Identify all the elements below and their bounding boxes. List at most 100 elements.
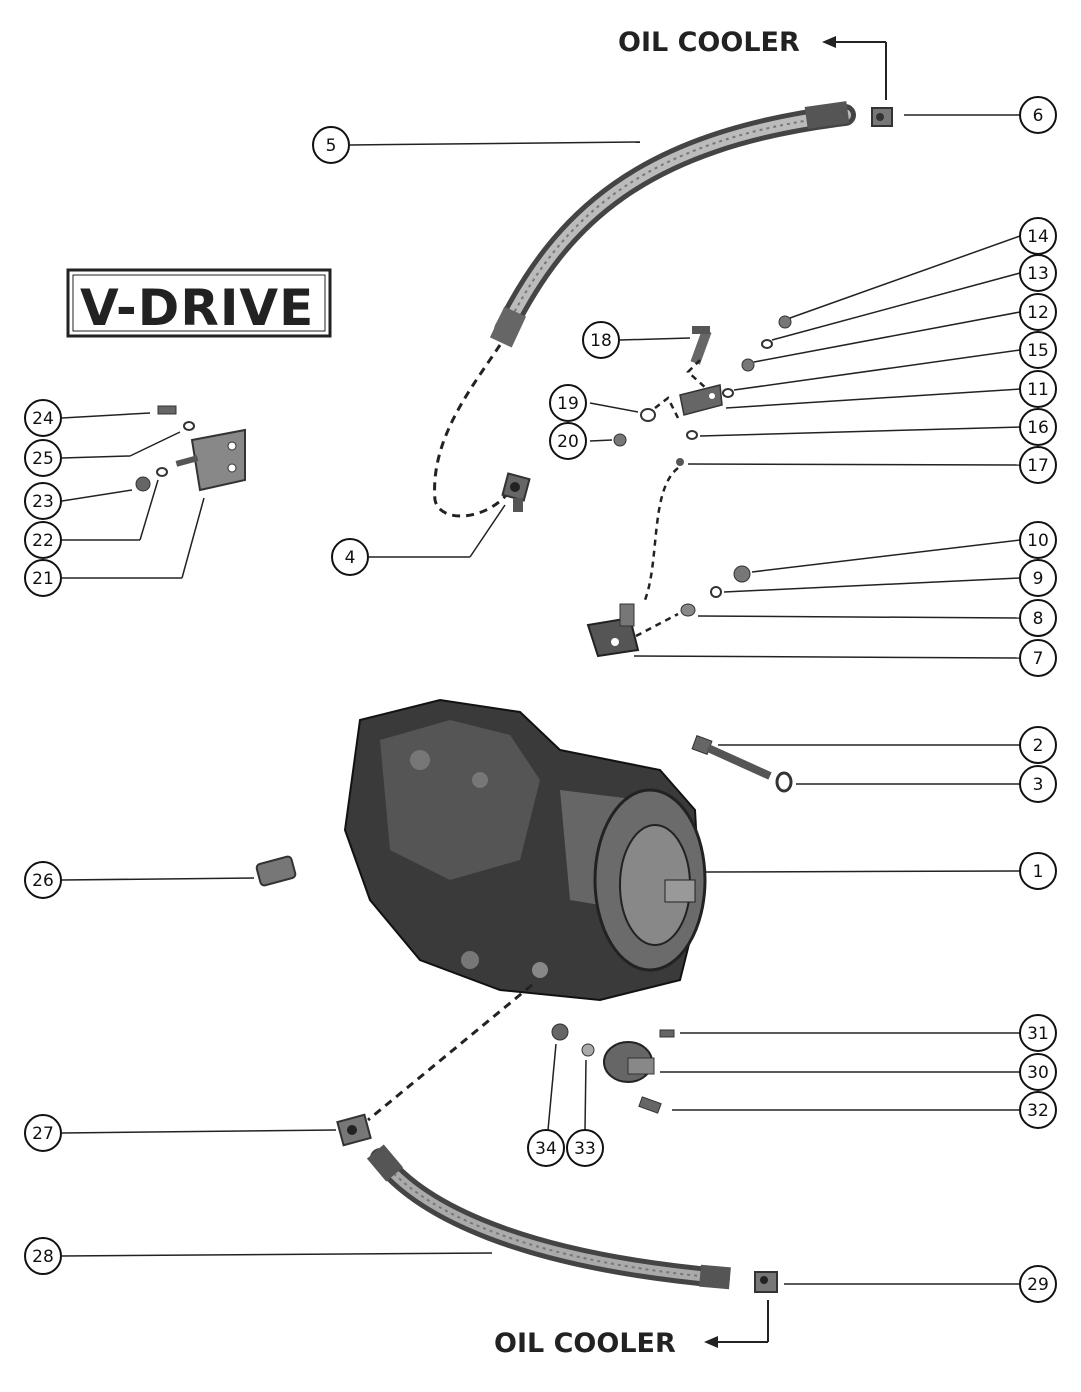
nut-34	[551, 1023, 569, 1041]
bottom-oil-cooler-arrow	[712, 1300, 769, 1343]
svg-text:4: 4	[345, 548, 356, 568]
svg-text:22: 22	[32, 531, 54, 551]
svg-text:15: 15	[1027, 341, 1049, 361]
callout-20: 20	[549, 422, 587, 460]
svg-text:27: 27	[32, 1124, 54, 1144]
svg-text:23: 23	[32, 492, 54, 512]
v-drive-title: V-DRIVE	[80, 279, 314, 337]
svg-text:19: 19	[557, 394, 579, 414]
svg-text:24: 24	[32, 409, 54, 429]
nut-23	[135, 476, 151, 492]
callout-1: 1	[1019, 852, 1057, 890]
callout-10: 10	[1019, 521, 1057, 559]
upper-hose-dashed-path	[433, 344, 512, 518]
washer-33	[581, 1043, 595, 1057]
lower-dashed-path	[367, 983, 533, 1122]
callout-2: 2	[1019, 726, 1057, 764]
callout-7: 7	[1019, 639, 1057, 677]
svg-text:32: 32	[1027, 1101, 1049, 1121]
callout-27: 27	[24, 1114, 62, 1152]
nut-10	[733, 565, 751, 583]
washer-8	[680, 603, 696, 617]
leader-lines	[61, 114, 1021, 1285]
bottom-oil-cooler-label: OIL COOLER	[494, 1328, 676, 1359]
callout-28: 28	[24, 1237, 62, 1275]
screw-31	[659, 1029, 675, 1038]
fitting-4	[501, 472, 531, 512]
callout-8: 8	[1019, 599, 1057, 637]
svg-text:5: 5	[326, 136, 337, 156]
callout-25: 25	[24, 439, 62, 477]
svg-text:29: 29	[1027, 1275, 1049, 1295]
callout-22: 22	[24, 521, 62, 559]
svg-text:28: 28	[32, 1247, 54, 1267]
washer-3	[775, 771, 793, 793]
lower-oil-hose	[366, 1144, 731, 1290]
callout-12: 12	[1019, 293, 1057, 331]
top-oil-cooler-label: OIL COOLER	[618, 27, 800, 58]
callout-14: 14	[1019, 217, 1057, 255]
transmission-housing	[343, 698, 707, 1002]
callout-9: 9	[1019, 559, 1057, 597]
callout-31: 31	[1019, 1014, 1057, 1052]
svg-text:8: 8	[1033, 609, 1044, 629]
callout-29: 29	[1019, 1265, 1057, 1303]
svg-text:7: 7	[1033, 649, 1044, 669]
bracket-dashed-paths	[643, 359, 709, 601]
top-oil-cooler-arrowhead	[822, 36, 836, 48]
washer-25	[183, 421, 195, 431]
flange-30	[603, 1041, 655, 1083]
callout-21: 21	[24, 559, 62, 597]
callout-23: 23	[24, 482, 62, 520]
svg-text:12: 12	[1027, 303, 1049, 323]
svg-text:1: 1	[1033, 862, 1044, 882]
svg-text:16: 16	[1027, 418, 1049, 438]
svg-text:13: 13	[1027, 264, 1049, 284]
svg-text:2: 2	[1033, 736, 1044, 756]
bracket-hardware-group	[613, 315, 792, 466]
svg-text:34: 34	[535, 1139, 557, 1159]
elbow-fitting-29	[754, 1271, 778, 1293]
callout-5: 5	[312, 126, 350, 164]
bottom-oil-cooler-arrowhead	[704, 1336, 718, 1348]
bolt-24	[157, 405, 177, 415]
svg-text:20: 20	[557, 432, 579, 452]
svg-text:10: 10	[1027, 531, 1049, 551]
svg-text:18: 18	[590, 331, 612, 351]
bolt-2	[691, 735, 772, 780]
callouts: 5 6 14 13 12 15 11 16 17 18 19 20 4 10 9…	[24, 96, 1057, 1303]
upper-oil-hose	[489, 101, 856, 348]
top-oil-cooler-arrow	[828, 41, 887, 100]
svg-text:17: 17	[1027, 456, 1049, 476]
svg-text:3: 3	[1033, 775, 1044, 795]
callout-34: 34	[527, 1129, 565, 1167]
fitting-27	[336, 1113, 372, 1147]
callout-6: 6	[1019, 96, 1057, 134]
svg-text:26: 26	[32, 871, 54, 891]
svg-text:11: 11	[1027, 380, 1049, 400]
sensor-26	[255, 855, 297, 887]
callout-19: 19	[549, 384, 587, 422]
svg-text:14: 14	[1027, 227, 1049, 247]
callout-16: 16	[1019, 408, 1057, 446]
callout-30: 30	[1019, 1053, 1057, 1091]
svg-text:33: 33	[574, 1139, 596, 1159]
callout-15: 15	[1019, 331, 1057, 369]
callout-13: 13	[1019, 254, 1057, 292]
washer-22	[156, 467, 168, 477]
svg-text:30: 30	[1027, 1063, 1049, 1083]
svg-text:25: 25	[32, 449, 54, 469]
svg-text:21: 21	[32, 569, 54, 589]
lockwasher-9	[710, 586, 722, 598]
callout-32: 32	[1019, 1091, 1057, 1129]
bracket-7-dashed	[635, 612, 679, 638]
svg-text:6: 6	[1033, 106, 1044, 126]
callout-17: 17	[1019, 446, 1057, 484]
callout-24: 24	[24, 399, 62, 437]
left-bracket-21	[175, 428, 246, 492]
elbow-fitting-6	[871, 107, 893, 127]
callout-18: 18	[582, 321, 620, 359]
bolt-32	[638, 1096, 662, 1114]
svg-text:9: 9	[1033, 569, 1044, 589]
